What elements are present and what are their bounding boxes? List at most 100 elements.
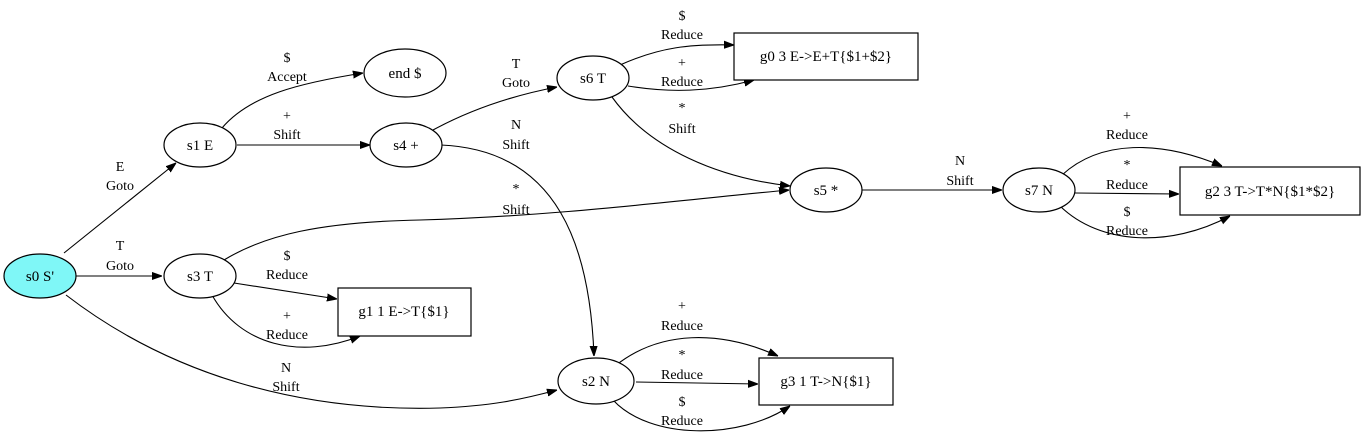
- edge-line: [627, 80, 754, 91]
- node-label: s7 N: [1025, 183, 1053, 199]
- node-label: s6 T: [580, 71, 606, 87]
- edge-s1-end: $ Accept: [221, 51, 363, 129]
- node-g0[interactable]: g0 3 E->E+T{$1+$2}: [733, 32, 919, 81]
- node-s1[interactable]: s1 E: [163, 122, 237, 168]
- edge-symbol: N: [281, 361, 291, 376]
- nodes: s0 S' s1 E s3 T end $ s4 + s6 T g0 3 E->…: [3, 32, 1361, 406]
- node-label: s1 E: [187, 138, 213, 154]
- edge-s1-s4: + Shift: [237, 109, 370, 145]
- state-ellipse: [363, 48, 447, 98]
- start-state-ellipse: [3, 253, 77, 299]
- edge-line: [619, 45, 734, 66]
- node-label: s3 T: [187, 269, 213, 285]
- reduction-box: [733, 32, 919, 81]
- state-ellipse: [556, 55, 630, 101]
- state-ellipse: [789, 167, 863, 213]
- edge-action: Shift: [273, 128, 300, 143]
- edge-action: Goto: [502, 76, 530, 91]
- edge-symbol: *: [679, 101, 686, 116]
- edge-line: [1059, 205, 1230, 239]
- edge-line: [223, 190, 789, 261]
- edge-symbol: *: [1124, 158, 1131, 173]
- edge-symbol: N: [511, 118, 521, 133]
- node-s2[interactable]: s2 N: [557, 357, 635, 405]
- edge-s4-s6: T Goto: [432, 57, 557, 131]
- edge-s2-g3-plus: + Reduce: [614, 299, 778, 367]
- node-s5[interactable]: s5 *: [789, 167, 863, 213]
- edge-symbol: N: [955, 154, 965, 169]
- edge-action: Accept: [267, 70, 307, 85]
- edge-line: [221, 73, 363, 129]
- edge-symbol: *: [513, 182, 520, 197]
- node-s4[interactable]: s4 +: [369, 122, 443, 168]
- edge-s3-g1-dollar: $ Reduce: [233, 249, 337, 299]
- edge-action: Reduce: [661, 28, 703, 43]
- state-ellipse: [557, 357, 635, 405]
- edge-symbol: $: [284, 249, 291, 264]
- node-s0[interactable]: s0 S': [3, 253, 77, 299]
- edge-symbol: $: [679, 9, 686, 24]
- reduction-box: [758, 357, 894, 406]
- edge-action: Goto: [106, 179, 134, 194]
- node-label: end $: [389, 66, 422, 82]
- state-ellipse: [369, 122, 443, 168]
- edge-action: Shift: [668, 122, 695, 137]
- edge-line: [612, 399, 790, 432]
- node-label: g2 3 T->T*N{$1*$2}: [1205, 184, 1335, 200]
- edge-symbol: $: [284, 51, 291, 66]
- node-g2[interactable]: g2 3 T->T*N{$1*$2}: [1179, 166, 1361, 216]
- reduction-box: [337, 287, 472, 337]
- edge-action: Reduce: [661, 319, 703, 334]
- edge-action: Reduce: [266, 268, 308, 283]
- edge-line: [65, 294, 557, 409]
- edge-line: [614, 337, 778, 367]
- node-label: s2 N: [582, 374, 610, 390]
- edge-line: [233, 282, 337, 299]
- edge-s2-g3-dollar: $ Reduce: [612, 395, 790, 432]
- edge-action: Shift: [946, 174, 973, 189]
- node-s3[interactable]: s3 T: [163, 253, 237, 299]
- edge-s0-s1: E Goto: [63, 160, 176, 254]
- node-label: g3 1 T->N{$1}: [780, 374, 871, 390]
- edge-s7-g2-plus: + Reduce: [1061, 109, 1222, 176]
- edge-s4-s2: N Shift: [440, 118, 594, 356]
- edge-action: Reduce: [266, 328, 308, 343]
- node-s7[interactable]: s7 N: [1002, 167, 1076, 213]
- edge-action: Reduce: [1106, 178, 1148, 193]
- edge-symbol: $: [1124, 205, 1131, 220]
- edge-action: Reduce: [661, 75, 703, 90]
- node-g1[interactable]: g1 1 E->T{$1}: [337, 287, 472, 337]
- edge-action: Shift: [502, 138, 529, 153]
- edge-symbol: +: [1123, 109, 1131, 124]
- edge-s6-g0-dollar: $ Reduce: [619, 9, 734, 66]
- edge-line: [611, 96, 790, 186]
- state-ellipse: [163, 253, 237, 299]
- edge-s7-g2-dollar: $ Reduce: [1059, 205, 1230, 239]
- edge-line: [211, 294, 360, 348]
- edge-line: [1074, 193, 1179, 194]
- edge-action: Reduce: [1106, 224, 1148, 239]
- edge-symbol: +: [283, 309, 291, 324]
- edge-line: [635, 382, 758, 384]
- edge-action: Reduce: [661, 368, 703, 383]
- edge-action: Reduce: [661, 414, 703, 429]
- edge-s5-s7: N Shift: [862, 154, 1002, 190]
- edge-action: Reduce: [1106, 128, 1148, 143]
- edges: E Goto T Goto N Shift $ Accept + Shift: [63, 9, 1230, 432]
- edge-line: [440, 144, 594, 356]
- node-label: g1 1 E->T{$1}: [358, 304, 449, 320]
- edge-symbol: +: [678, 299, 686, 314]
- reduction-box: [1179, 166, 1361, 216]
- state-ellipse: [163, 122, 237, 168]
- node-g3[interactable]: g3 1 T->N{$1}: [758, 357, 894, 406]
- edge-s6-s5: * Shift: [611, 96, 790, 186]
- node-end[interactable]: end $: [363, 48, 447, 98]
- edge-symbol: *: [679, 348, 686, 363]
- edge-line: [432, 87, 557, 131]
- edge-symbol: $: [679, 395, 686, 410]
- node-label: s5 *: [814, 183, 839, 199]
- edge-symbol: T: [116, 239, 125, 254]
- node-s6[interactable]: s6 T: [556, 55, 630, 101]
- state-ellipse: [1002, 167, 1076, 213]
